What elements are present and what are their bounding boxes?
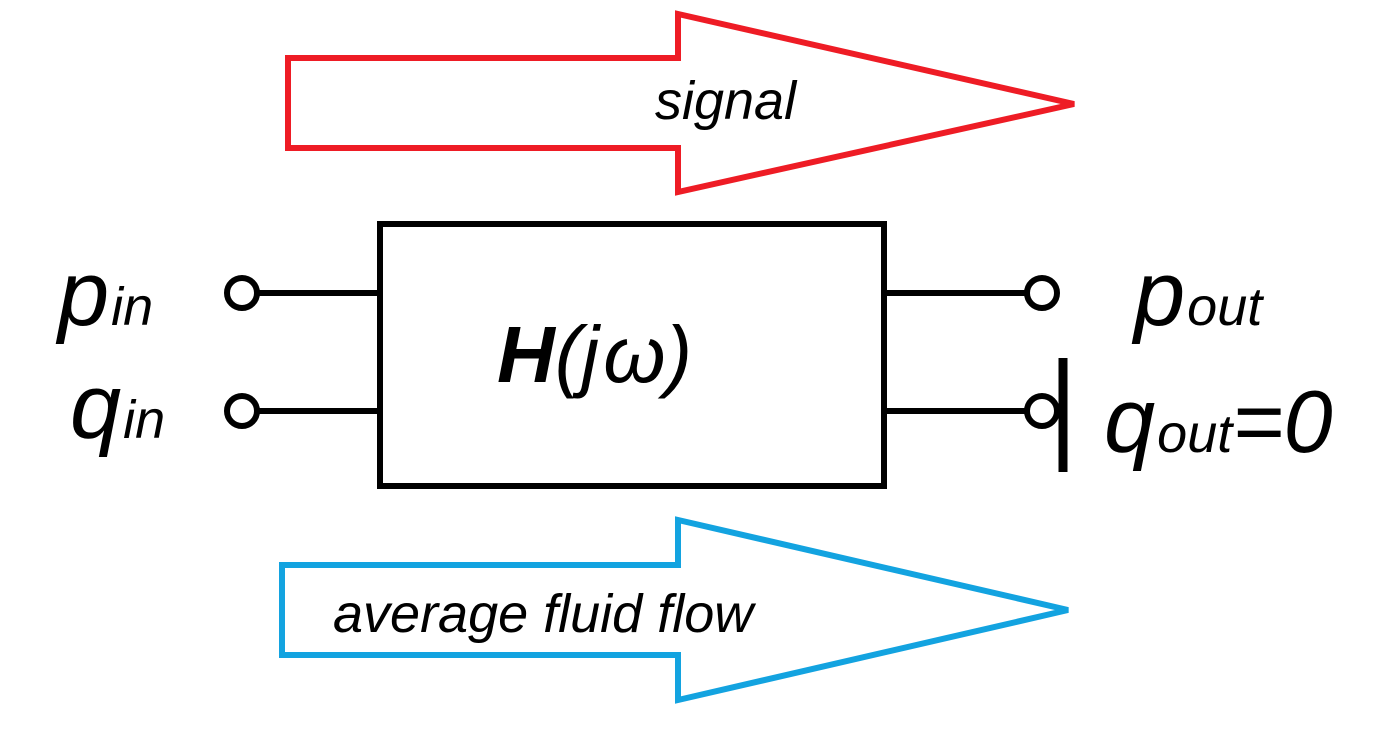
input-flow-subscript: in xyxy=(123,390,165,450)
output-flow-symbol: q xyxy=(1104,370,1155,472)
input-pressure-terminal xyxy=(224,275,260,311)
output-flow-suffix: =0 xyxy=(1232,372,1332,471)
output-flow-label: qout=0 xyxy=(1104,370,1333,472)
input-flow-terminal xyxy=(224,393,260,429)
output-flow-terminal xyxy=(1024,393,1060,429)
output-flow-subscript: out xyxy=(1157,404,1234,464)
signal-arrow-label: signal xyxy=(655,71,798,131)
flow-arrow-label: average fluid flow xyxy=(333,584,756,644)
output-pressure-terminal xyxy=(1024,275,1060,311)
input-flow-label: qin xyxy=(70,356,165,458)
output-pressure-subscript: out xyxy=(1187,277,1264,337)
transfer-function-h: H xyxy=(497,310,557,399)
input-pressure-label: pin xyxy=(55,243,153,345)
input-pressure-symbol: p xyxy=(55,243,109,345)
input-pressure-subscript: in xyxy=(111,277,153,337)
transfer-function-open: (j xyxy=(555,310,602,399)
flow-arrow xyxy=(279,516,1069,704)
input-flow-symbol: q xyxy=(70,356,121,458)
signal-arrow xyxy=(285,10,1075,196)
transfer-function-omega: ω xyxy=(603,310,665,399)
output-pressure-label: pout xyxy=(1131,243,1264,345)
output-pressure-symbol: p xyxy=(1131,243,1185,345)
transfer-function-label: H(jω) xyxy=(497,310,692,399)
transfer-function-block xyxy=(377,221,887,489)
